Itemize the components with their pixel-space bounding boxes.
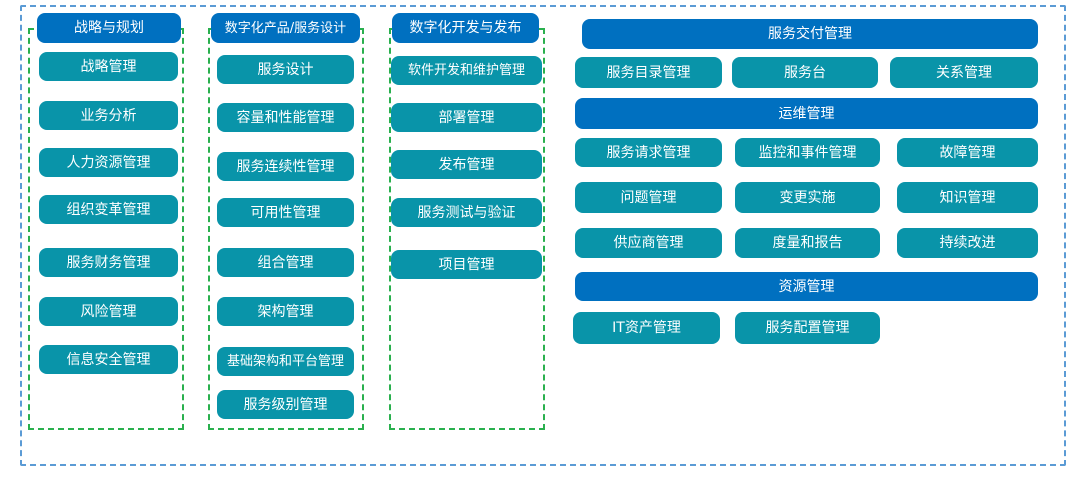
- header-operations-mgmt: 运维管理: [575, 98, 1038, 129]
- node-service-level-mgmt: 服务级别管理: [217, 390, 354, 419]
- node-change-implementation: 变更实施: [735, 182, 880, 213]
- node-deployment-mgmt: 部署管理: [391, 103, 542, 132]
- node-service-desk: 服务台: [732, 57, 878, 88]
- node-project-mgmt: 项目管理: [391, 250, 542, 279]
- node-incident-mgmt: 故障管理: [897, 138, 1038, 167]
- node-continual-improvement: 持续改进: [897, 228, 1038, 258]
- group-box-dev-release: [389, 28, 545, 430]
- node-architecture-mgmt: 架构管理: [217, 297, 354, 326]
- node-knowledge-mgmt: 知识管理: [897, 182, 1038, 213]
- node-infosec-mgmt: 信息安全管理: [39, 345, 178, 374]
- node-problem-mgmt: 问题管理: [575, 182, 722, 213]
- node-it-asset-mgmt: IT资产管理: [573, 312, 720, 344]
- node-portfolio-mgmt: 组合管理: [217, 248, 354, 277]
- node-infra-platform-mgmt: 基础架构和平台管理: [217, 347, 354, 376]
- node-availability-mgmt: 可用性管理: [217, 198, 354, 227]
- node-service-finance-mgmt: 服务财务管理: [39, 248, 178, 277]
- node-business-analysis: 业务分析: [39, 101, 178, 130]
- node-monitoring-event-mgmt: 监控和事件管理: [735, 138, 880, 167]
- node-strategy-mgmt: 战略管理: [39, 52, 178, 81]
- node-supplier-mgmt: 供应商管理: [575, 228, 722, 258]
- node-org-change-mgmt: 组织变革管理: [39, 195, 178, 224]
- node-service-design: 服务设计: [217, 55, 354, 84]
- node-service-request-mgmt: 服务请求管理: [575, 138, 722, 167]
- header-service-delivery-mgmt: 服务交付管理: [582, 19, 1038, 49]
- header-resource-mgmt: 资源管理: [575, 272, 1038, 301]
- node-service-config-mgmt: 服务配置管理: [735, 312, 880, 344]
- node-service-test-validation: 服务测试与验证: [391, 198, 542, 227]
- node-relationship-mgmt: 关系管理: [890, 57, 1038, 88]
- outer-dashed-frame: [20, 5, 1066, 466]
- node-measurement-reporting: 度量和报告: [735, 228, 880, 258]
- node-risk-mgmt: 风险管理: [39, 297, 178, 326]
- node-service-catalog-mgmt: 服务目录管理: [575, 57, 722, 88]
- node-software-dev-maintenance-mgmt: 软件开发和维护管理: [391, 56, 542, 85]
- node-release-mgmt: 发布管理: [391, 150, 542, 179]
- header-strategy-planning: 战略与规划: [37, 13, 181, 43]
- node-service-continuity-mgmt: 服务连续性管理: [217, 152, 354, 181]
- header-dev-release: 数字化开发与发布: [392, 13, 539, 43]
- header-product-service-design: 数字化产品/服务设计: [211, 13, 360, 43]
- node-hr-mgmt: 人力资源管理: [39, 148, 178, 177]
- node-capacity-performance-mgmt: 容量和性能管理: [217, 103, 354, 132]
